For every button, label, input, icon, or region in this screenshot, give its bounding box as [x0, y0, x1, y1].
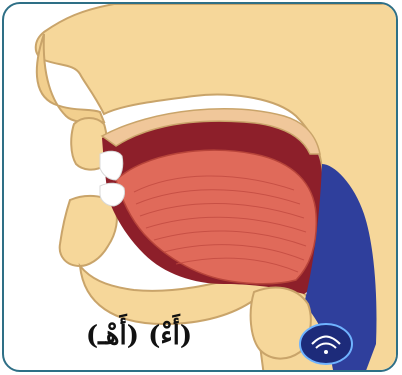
lower-teeth	[100, 183, 125, 206]
upper-teeth	[100, 151, 123, 180]
card-frame: (أَءْ) (أَهْـ)	[2, 2, 398, 372]
lower-lip-chin	[60, 196, 117, 266]
caption-text: (أَءْ) (أَهْـ)	[64, 316, 214, 356]
